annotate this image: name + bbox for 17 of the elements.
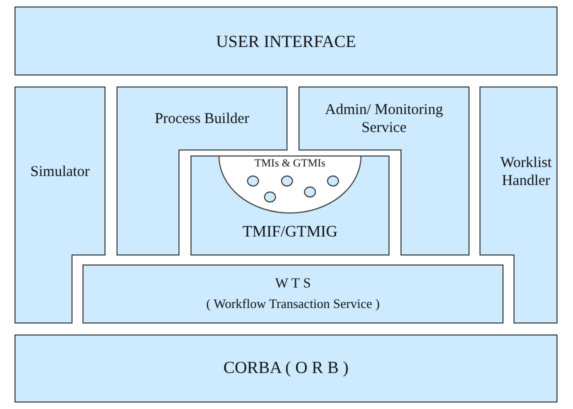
- node-label: Simulator: [29, 163, 91, 181]
- module-box: [191, 156, 389, 255]
- node-label: Admin/ Monitoring Service: [324, 101, 444, 137]
- module-box: [15, 87, 105, 323]
- node-label: TMIs & GTMIs: [254, 157, 326, 171]
- semicircle-container: [219, 156, 361, 213]
- interface-layer-box: [15, 7, 557, 75]
- node-label: USER INTERFACE: [215, 32, 357, 52]
- node-label: Worklist Handler: [499, 154, 553, 190]
- node-label: TMIF/GTMIG: [241, 222, 339, 242]
- node-label: W T S: [274, 276, 312, 294]
- module-box: [480, 87, 557, 323]
- middleware-layer-box: [15, 335, 557, 402]
- service-layer-box: [83, 265, 503, 323]
- node-sublabel: ( Workflow Transaction Service ): [205, 296, 381, 312]
- node-label: CORBA ( O R B ): [222, 358, 350, 378]
- node-label: Process Builder: [154, 110, 250, 128]
